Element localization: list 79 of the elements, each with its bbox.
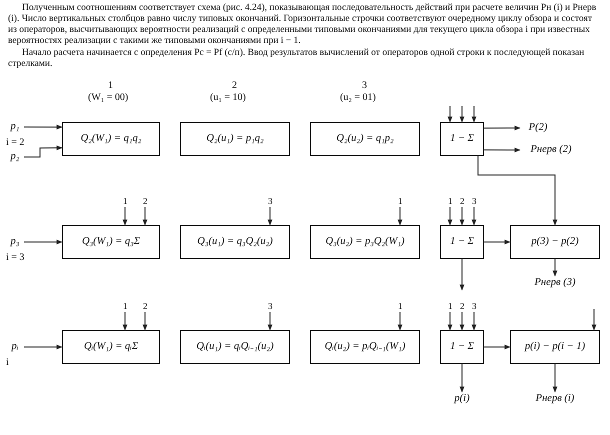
edge-label: 3: [471, 196, 478, 206]
edge-label: 3: [267, 196, 274, 206]
arrow: [24, 124, 63, 130]
operator-box: Q₂(W₁) = q₁q₂: [62, 122, 160, 156]
arrow: [478, 156, 558, 226]
edge-label: 1: [397, 301, 404, 311]
variable-label: p₃: [6, 235, 24, 249]
operator-box: p(i) − p(i − 1): [510, 330, 600, 364]
operator-box: 1 − Σ: [440, 225, 484, 259]
column-heading: (u₁ = 10): [210, 92, 246, 103]
arrow: [142, 312, 148, 331]
arrow: [448, 206, 452, 226]
edge-label: 1: [122, 196, 128, 206]
edge-label: 1: [397, 196, 404, 206]
operator-box: Qᵢ(u₂) = pᵢQᵢ₋₁(W₁): [310, 330, 420, 364]
edge-label: 3: [471, 301, 478, 311]
variable-label: P(2): [520, 121, 556, 135]
edge-label: 3: [267, 301, 274, 311]
arrow: [398, 312, 402, 331]
variable-label: p₁: [6, 120, 24, 134]
arrow: [484, 148, 521, 152]
arrow: [472, 312, 476, 331]
arrow: [448, 312, 452, 331]
operator-box: Q₃(u₁) = q₃Q₂(u₂): [180, 225, 290, 259]
row-label: i: [6, 357, 9, 368]
arrow: [460, 258, 464, 291]
arrow: [552, 258, 558, 277]
edge-label: 1: [447, 196, 454, 206]
arrow: [460, 312, 464, 331]
variable-label: pᵢ: [6, 340, 24, 354]
edge-label: 2: [459, 301, 466, 311]
arrow: [24, 240, 63, 244]
arrow: [460, 206, 464, 226]
arrow: [484, 240, 511, 244]
operator-box: Qᵢ(u₁) = qᵢQᵢ₋₁(u₂): [180, 330, 290, 364]
arrow: [552, 364, 558, 393]
variable-label: Pнерв (i): [525, 392, 585, 406]
variable-label: p(i): [448, 392, 476, 406]
arrow: [142, 206, 148, 226]
edge-label: 1: [122, 301, 128, 311]
operator-box: p(3) − p(2): [510, 225, 600, 259]
paragraph: Начало расчета начинается с определения Pс = Pf (с/п). Ввод результатов вычислений от операторов одной строки к последующей показан стрелками.: [8, 48, 586, 70]
operator-box: Qᵢ(W₁) = qᵢΣ: [62, 330, 160, 364]
edge-label: 2: [459, 196, 466, 206]
operator-box: 1 − Σ: [440, 122, 484, 156]
paragraph: Полученным соотношениям соответствует схема (рис. 4.24), показывающая последовательность действий при расчете величин Pн (i) и Pнерв (i). Число вертикальных столбцов равно числу типовых окончаний. Горизонтальные строчки соответствуют очередному циклу обзора и состоят из операторов, высчитывающих вероятности реализаций с определенными типовыми окончаниями для текущего цикла обзора i при известных вероятностях реализации с такими же типовыми окончаниями при i − 1.: [8, 3, 598, 47]
arrow: [472, 206, 476, 226]
edge-label: 2: [142, 301, 148, 311]
arrow: [592, 308, 596, 331]
operator-box: Q₃(W₁) = q₃Σ: [62, 225, 160, 259]
row-label: i = 3: [6, 252, 24, 263]
arrow: [24, 145, 63, 158]
arrow: [484, 344, 511, 350]
arrow: [484, 126, 521, 130]
arrow: [268, 312, 272, 331]
arrow: [460, 106, 464, 123]
variable-label: Pнерв (2): [520, 143, 582, 157]
operator-box: 1 − Σ: [440, 330, 484, 364]
operator-box: Q₂(u₂) = q₁p₂: [310, 122, 420, 156]
arrow: [398, 206, 402, 226]
column-number: 2: [232, 80, 237, 91]
arrow: [24, 344, 63, 350]
column-heading: (W₁ = 00): [88, 92, 128, 103]
arrow: [448, 106, 452, 123]
column-heading: (u₂ = 01): [340, 92, 376, 103]
operator-box: Q₂(u₁) = p₁q₂: [180, 122, 290, 156]
column-number: 1: [108, 80, 113, 91]
arrow: [460, 364, 464, 393]
arrow: [268, 206, 272, 226]
variable-label: p₂: [6, 150, 24, 164]
operator-box: Q₃(u₂) = p₃Q₂(W₁): [310, 225, 420, 259]
column-number: 3: [362, 80, 367, 91]
arrow: [122, 206, 128, 226]
arrow: [122, 312, 128, 331]
edge-label: 2: [142, 196, 148, 206]
arrow: [472, 106, 476, 123]
edge-label: 1: [447, 301, 454, 311]
variable-label: Pнерв (3): [527, 276, 583, 290]
row-label: i = 2: [6, 137, 24, 148]
